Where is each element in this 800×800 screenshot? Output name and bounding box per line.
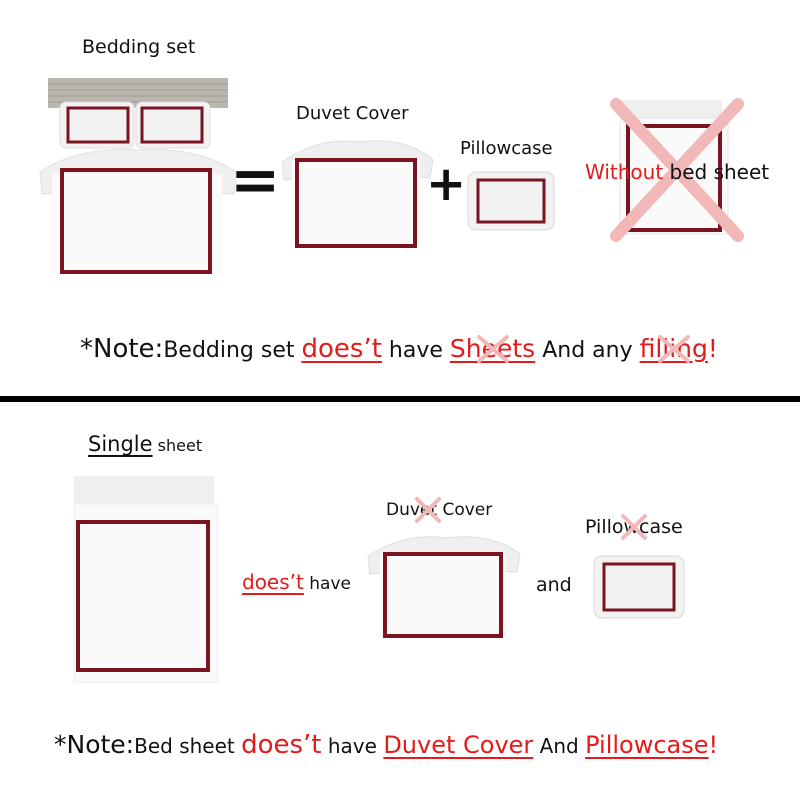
section-divider [0, 396, 800, 402]
note-star: *Note: [54, 730, 135, 759]
sheet-word: sheet [152, 436, 203, 455]
top-note: *Note:Bedding set does’t have Sheets And… [80, 334, 718, 364]
single-sheet-label: Single sheet [88, 432, 202, 456]
doest-word: does’t [242, 570, 304, 594]
pillowcase-label: Pillowcase [460, 138, 553, 159]
note-text-2: have [381, 338, 450, 363]
single-word: Single [88, 432, 153, 456]
note-exclaim: ! [708, 731, 719, 759]
duvet-cover-crossed-label: Duvet Cover [386, 497, 493, 523]
equals-sign: = [230, 145, 281, 215]
pillowcase-image [467, 171, 555, 231]
duvet-cover-text: Duvet Cover [386, 500, 493, 520]
pillowcase-image-small [593, 555, 685, 619]
bedding-set-image [39, 78, 237, 274]
and-label: and [536, 574, 572, 596]
doest-have-label: does’t have [242, 570, 351, 594]
note-text-3: And [533, 734, 586, 758]
note-text-1: Bedding set [163, 338, 302, 363]
bottom-note: *Note:Bed sheet does’t have Duvet Cover … [54, 730, 718, 760]
note-exclaim: ! [707, 334, 718, 363]
without-bed-sheet-label: Without bed sheet [585, 160, 769, 184]
bed-sheet-crossed-image [610, 98, 744, 242]
bedding-set-label: Bedding set [82, 36, 196, 58]
pillowcase-text: Pillowcase [585, 516, 683, 538]
pillowcase-crossed-label: Pillowcase [585, 514, 683, 540]
note-doest: does’t [241, 730, 322, 760]
note-duvet-cover: Duvet Cover [383, 731, 534, 759]
without-word: Without [585, 160, 664, 184]
bed-sheet-words: bed sheet [663, 160, 770, 184]
note-doest: does’t [301, 334, 382, 364]
plus-sign: + [426, 156, 467, 212]
duvet-cover-image [281, 140, 434, 248]
note-sheets: Sheets [449, 334, 536, 363]
note-text-2: have [321, 734, 384, 758]
note-pillowcase: Pillowcase [585, 731, 709, 759]
have-word: have [303, 574, 351, 594]
duvet-cover-image-small [367, 536, 521, 638]
single-sheet-image [73, 476, 219, 683]
note-text-3: And any [535, 338, 640, 363]
cross-icon [610, 98, 744, 242]
note-star: *Note: [80, 334, 164, 364]
note-text-1: Bed sheet [134, 734, 242, 758]
duvet-cover-label: Duvet Cover [296, 103, 409, 124]
note-filling: filling [639, 334, 708, 363]
